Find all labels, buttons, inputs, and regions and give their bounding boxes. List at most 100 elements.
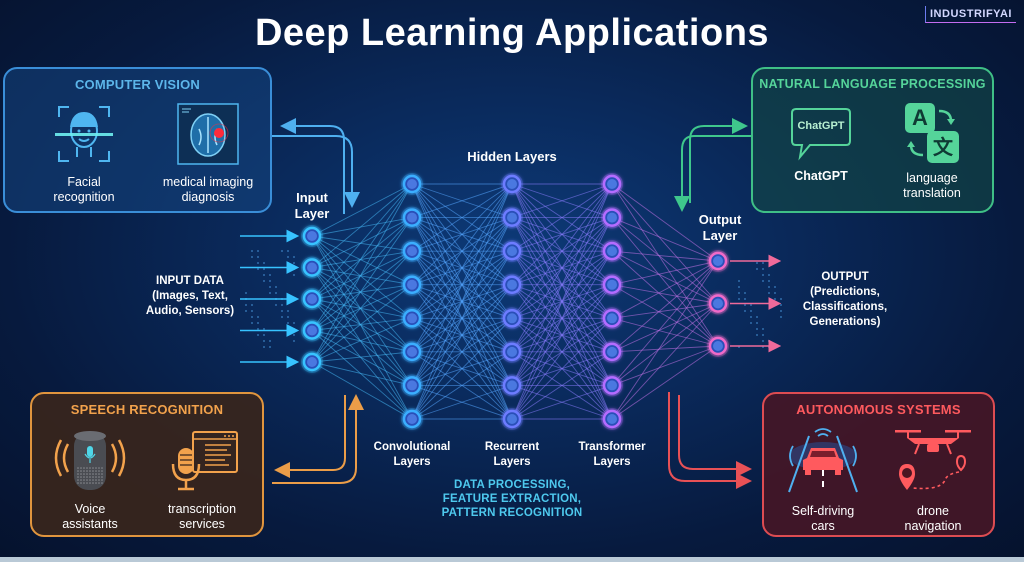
connection: [311, 183, 413, 331]
data-dot: [780, 316, 782, 318]
connection: [611, 345, 719, 420]
connection: [411, 351, 513, 420]
item-label: assistants: [62, 517, 118, 531]
recurrent-node: [501, 307, 523, 330]
data-dot: [275, 304, 277, 306]
data-dot: [245, 310, 247, 312]
input-data-label: INPUT DATA (Images, Text, Audio, Sensors…: [128, 274, 252, 319]
connection: [511, 183, 613, 319]
connection: [311, 267, 413, 420]
data-dot: [762, 262, 764, 264]
data-dot: [263, 328, 265, 330]
nlp-panel: NATURAL LANGUAGE PROCESSING ChatGPT Chat…: [751, 67, 994, 213]
data-dot: [780, 298, 782, 300]
item-label: transcription: [167, 502, 237, 516]
convolutional-node: [401, 240, 423, 263]
connection: [411, 183, 513, 286]
data-dot: [287, 322, 289, 324]
connection: [311, 235, 413, 252]
data-dot: [762, 268, 764, 270]
data-dot: [245, 292, 247, 294]
data-dot: [750, 316, 752, 318]
data-dot: [263, 268, 265, 270]
self-driving-cars-item: Self-driving cars: [780, 426, 866, 534]
item-label: translation: [903, 186, 961, 200]
input-node: [301, 288, 323, 310]
output-data-line: Generations): [809, 316, 881, 328]
output-node: [707, 250, 729, 272]
item-label: diagnosis: [181, 190, 235, 204]
connection: [611, 303, 719, 420]
input-node: [301, 256, 323, 279]
data-dot: [774, 286, 776, 288]
microphone-transcript-icon: [171, 431, 238, 491]
data-dot: [245, 304, 247, 306]
convolutional-to-recurrent-connections: [411, 183, 513, 420]
data-dot: [263, 262, 265, 264]
connection: [411, 250, 513, 420]
item-label: ChatGPT: [794, 169, 848, 183]
connection: [611, 345, 719, 353]
panel-title: AUTONOMOUS SYSTEMS: [796, 402, 961, 417]
connection: [311, 330, 413, 386]
data-dot: [287, 256, 289, 258]
face-scan-icon: [55, 106, 113, 162]
connection: [611, 217, 719, 304]
data-dot: [762, 340, 764, 342]
output-node: [707, 292, 729, 315]
input-node: [301, 351, 323, 373]
data-dot: [756, 322, 758, 324]
panel-title: SPEECH RECOGNITION: [70, 402, 224, 417]
data-dot: [287, 310, 289, 312]
item-label: navigation: [904, 519, 962, 533]
data-dot: [251, 304, 253, 306]
data-dot: [263, 280, 265, 282]
connection: [511, 183, 613, 286]
processing-line: FEATURE EXTRACTION,: [442, 493, 582, 505]
output-data-line: OUTPUT: [821, 271, 869, 283]
connection: [611, 183, 719, 262]
output-data-line: (Predictions,: [810, 286, 880, 298]
connection: [311, 317, 413, 331]
data-dot: [269, 340, 271, 342]
connection: [611, 345, 719, 386]
transformer-layers-label: Transformer Layers: [562, 440, 662, 470]
layer-label-line: Layers: [493, 456, 531, 468]
data-dot: [251, 250, 253, 252]
connection: [611, 303, 719, 319]
item-label: services: [179, 517, 225, 531]
drone-icon: [895, 430, 971, 490]
layer-label-line: Convolutional: [373, 441, 451, 453]
connection: [611, 284, 719, 304]
smart-speaker-icon: [54, 431, 126, 490]
data-dot: [275, 292, 277, 294]
panel-title: COMPUTER VISION: [74, 77, 201, 92]
item-label: cars: [811, 519, 835, 533]
output-data-line: Classifications,: [802, 301, 888, 313]
connection: [311, 183, 413, 237]
data-dot: [257, 256, 259, 258]
input-to-convolutional-connections: [311, 183, 413, 420]
recurrent-node: [501, 374, 523, 397]
connection: [311, 361, 413, 386]
layer-label-line: Layers: [393, 456, 431, 468]
connection: [411, 317, 513, 420]
connection: [311, 250, 413, 268]
connection: [511, 217, 613, 420]
voice-assistants-item: Voice assistants: [46, 428, 134, 532]
data-dot: [762, 346, 764, 348]
data-dot: [750, 310, 752, 312]
data-dot: [293, 340, 295, 342]
item-label: drone: [917, 504, 949, 518]
connection: [311, 217, 413, 300]
data-dot: [762, 334, 764, 336]
data-dot: [768, 286, 770, 288]
layer-label-line: Transformer: [578, 441, 646, 453]
connection: [411, 385, 513, 420]
data-dot: [750, 304, 752, 306]
recurrent-to-transformer-connections: [511, 183, 613, 420]
item-label: recognition: [53, 190, 115, 204]
recurrent-node: [501, 340, 523, 363]
convolutional-node: [401, 408, 423, 430]
connection: [411, 217, 513, 420]
